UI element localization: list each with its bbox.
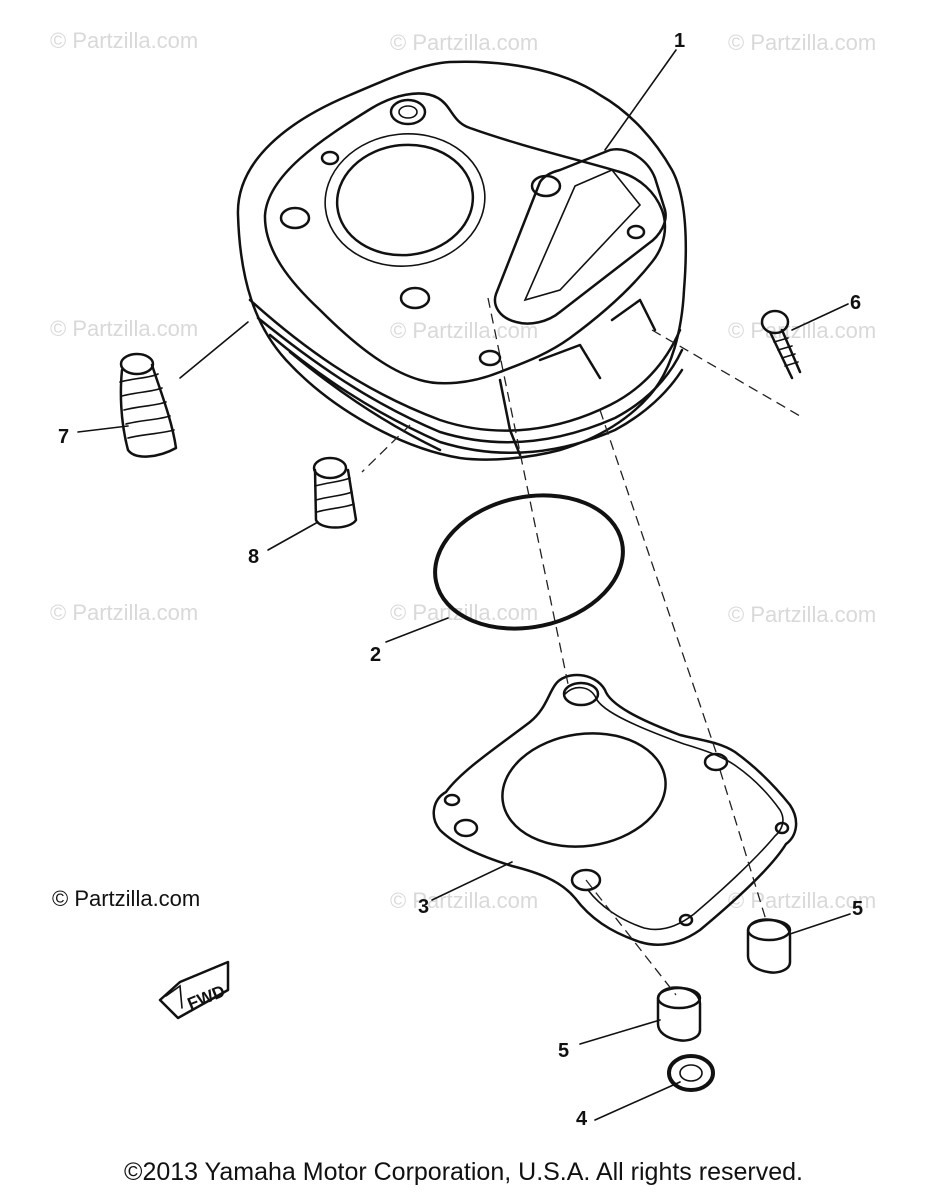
watermark: © Partzilla.com [50, 316, 199, 341]
watermark: © Partzilla.com [728, 888, 877, 913]
watermark: © Partzilla.com [390, 888, 539, 913]
collar-pin [312, 456, 358, 529]
watermark: © Partzilla.com [728, 30, 877, 55]
watermark: © Partzilla.com [728, 318, 877, 343]
callout-1: 1 [674, 30, 686, 52]
brand-label: © Partzilla.com [52, 886, 201, 911]
watermark: © Partzilla.com [50, 28, 199, 53]
cylinder-block [236, 60, 688, 461]
leader-lines [77, 49, 851, 1121]
callout-4: 4 [576, 1108, 588, 1130]
callout-3: 3 [418, 896, 430, 918]
callout-8: 8 [248, 546, 260, 568]
watermark: © Partzilla.com [390, 600, 539, 625]
callout-7: 7 [58, 426, 70, 448]
callout-2: 2 [370, 644, 382, 666]
callout-6: 6 [850, 292, 862, 314]
cylinder-gasket [432, 673, 798, 946]
washer [667, 1054, 715, 1092]
dowel-pin-left [656, 986, 702, 1042]
spring [119, 352, 178, 458]
watermark: © Partzilla.com [728, 602, 877, 627]
dowel-pin-right [746, 918, 792, 974]
o-ring [433, 493, 625, 631]
bolt [760, 309, 802, 380]
fwd-label: FWD [185, 982, 228, 1014]
copyright-notice: ©2013 Yamaha Motor Corporation, U.S.A. A… [124, 1158, 803, 1186]
watermark: © Partzilla.com [390, 30, 539, 55]
fwd-arrow-icon: FWD [158, 960, 230, 1020]
callout-5-right: 5 [852, 898, 864, 920]
watermark: © Partzilla.com [50, 600, 199, 625]
callout-5-left: 5 [558, 1040, 570, 1062]
alignment-lines [361, 297, 801, 996]
